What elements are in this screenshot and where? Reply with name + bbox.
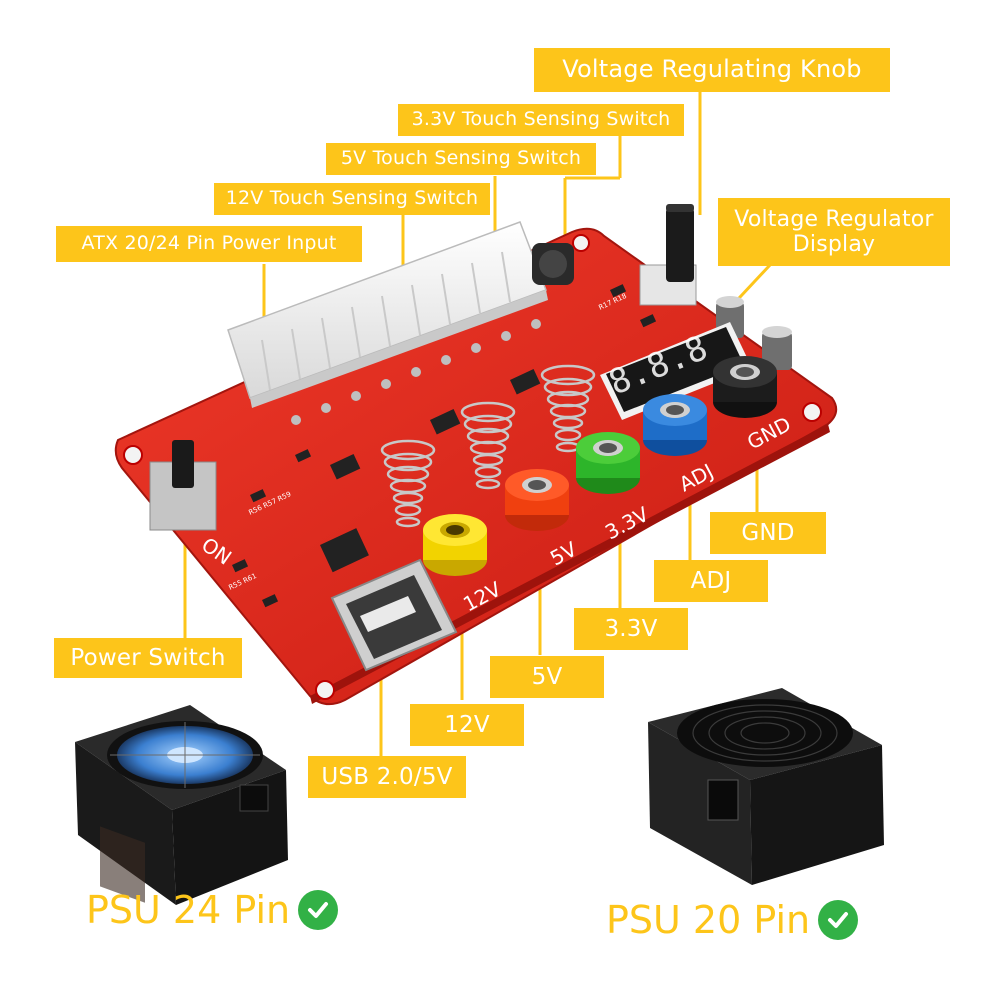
capacitors: [716, 296, 792, 370]
control-board: R56 R57 R59 R55 R61 R17 R18: [114, 204, 838, 706]
caption-psu-24pin: PSU 24 Pin: [86, 888, 339, 932]
spring-5v: [460, 401, 516, 490]
spring-12v: [380, 439, 436, 528]
terminal-adj: [643, 394, 707, 456]
label-regulator-line1: Voltage Regulator: [734, 206, 934, 232]
label-voltage-regulator-display: Voltage Regulator Display: [718, 198, 950, 266]
terminal-12v: [423, 514, 487, 576]
caption-psu-20pin-text: PSU 20 Pin: [606, 898, 811, 942]
label-12v-touch-switch: 12V Touch Sensing Switch: [214, 183, 490, 215]
terminal-3v3: [576, 432, 640, 494]
psu-20pin-image: [648, 688, 884, 885]
label-voltage-regulating-knob: Voltage Regulating Knob: [534, 48, 890, 92]
label-5v: 5V: [490, 656, 604, 698]
label-adj: ADJ: [654, 560, 768, 602]
caption-psu-24pin-text: PSU 24 Pin: [86, 888, 291, 932]
usb-port: [330, 558, 458, 672]
check-icon: [298, 890, 339, 930]
potentiometer: [639, 204, 697, 306]
label-usb: USB 2.0/5V: [308, 756, 466, 798]
atx-connector: [227, 221, 548, 425]
terminal-5v: [505, 469, 569, 531]
label-regulator-line2: Display: [792, 232, 876, 257]
label-3v3: 3.3V: [574, 608, 688, 650]
check-icon: [818, 900, 859, 940]
voltage-display: 8.8.8: [600, 322, 752, 420]
label-gnd: GND: [710, 512, 826, 554]
terminal-gnd: [713, 356, 777, 418]
label-5v-touch-switch: 5V Touch Sensing Switch: [326, 143, 596, 175]
label-12v: 12V: [410, 704, 524, 746]
psu-24pin-image: [75, 705, 288, 905]
label-power-switch: Power Switch: [54, 638, 242, 678]
caption-psu-20pin: PSU 20 Pin: [606, 898, 859, 942]
label-3v3-touch-switch: 3.3V Touch Sensing Switch: [398, 104, 684, 136]
label-atx-input: ATX 20/24 Pin Power Input: [56, 226, 362, 262]
slide-switch: [149, 440, 217, 531]
